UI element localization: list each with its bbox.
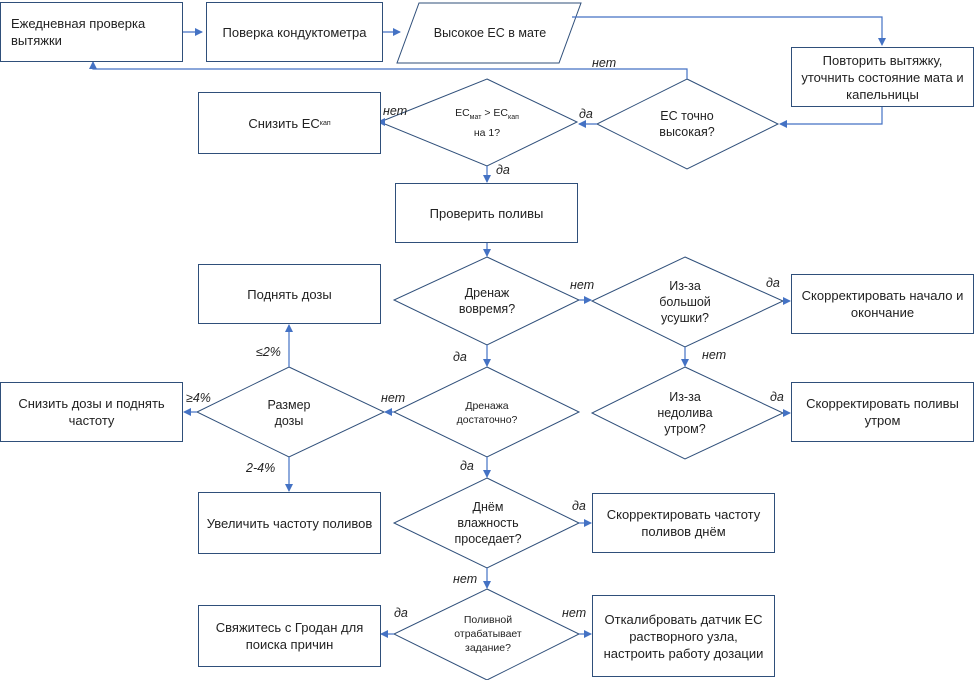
label-yes-humidity: да bbox=[572, 499, 586, 513]
check-irrigation-box: Проверить поливы bbox=[395, 183, 578, 243]
label-no-drain-enough: нет bbox=[381, 391, 406, 405]
label-ge4: ≥4% bbox=[186, 391, 211, 405]
lower-doses-box: Снизить дозы и поднять частоту bbox=[0, 382, 183, 442]
label-yes-drain-enough: да bbox=[460, 459, 474, 473]
label-yes-compare: да bbox=[496, 163, 510, 177]
under-watering-text: Из-за недолива утром? bbox=[657, 390, 713, 436]
label-no-loop: нет bbox=[592, 56, 617, 70]
ec-compare-line1: ЕСмат > ЕСкап bbox=[455, 107, 519, 122]
increase-frequency-box: Увеличить частоту поливов bbox=[198, 492, 381, 554]
label-range24: 2-4% bbox=[246, 461, 276, 475]
drain-on-time-text: Дренаж вовремя? bbox=[458, 286, 516, 316]
big-shrink-text: Из-за большой усушки? bbox=[659, 279, 711, 325]
ec-compare-text: ЕСмат > ЕСкап на 1? bbox=[440, 104, 534, 142]
humidity-drops-text: Днём влажность проседает? bbox=[454, 500, 522, 546]
high-ec-parallelogram bbox=[396, 2, 582, 64]
dose-size-text: Размер дозы bbox=[267, 398, 311, 428]
daily-check-box: Ежедневная проверка вытяжки bbox=[0, 2, 183, 62]
irrigator-works-text: Поливной отрабатывает задание? bbox=[454, 614, 522, 654]
adjust-morning-box: Скорректировать поливы утром bbox=[791, 382, 974, 442]
drain-enough-text: Дренажа достаточно? bbox=[456, 400, 518, 426]
label-no-humidity: нет bbox=[453, 572, 478, 586]
under-watering-diamond bbox=[590, 366, 785, 460]
ec-compare-line2: на 1? bbox=[473, 126, 501, 139]
repeat-extraction-box: Повторить вытяжку, уточнить состояние ма… bbox=[791, 47, 974, 107]
calibrate-sensor-box: Откалибровать датчик ЕС растворного узла… bbox=[592, 595, 775, 677]
ec-really-high-text: ЕС точно высокая? bbox=[659, 109, 715, 139]
raise-doses-box: Поднять дозы bbox=[198, 264, 381, 324]
contact-grodan-box: Свяжитесь с Гродан для поиска причин bbox=[198, 605, 381, 667]
label-no-irrigator: нет bbox=[562, 606, 587, 620]
high-ec-text: Высокое ЕС в мате bbox=[433, 26, 547, 40]
lower-ec-text: Снизить ЕС bbox=[248, 115, 320, 131]
label-no-compare: нет bbox=[383, 104, 408, 118]
label-yes-morning: да bbox=[770, 390, 784, 404]
label-yes-irrigator: да bbox=[394, 606, 408, 620]
label-yes-shrink: да bbox=[766, 276, 780, 290]
lower-ec-sub: кап bbox=[319, 119, 331, 127]
label-yes-really-high: да bbox=[579, 107, 593, 121]
adjust-day-freq-box: Скорректировать частоту поливов днём bbox=[592, 493, 775, 553]
label-no-drain-time: нет bbox=[570, 278, 595, 292]
label-no-shrink: нет bbox=[702, 348, 727, 362]
calibrate-meter-box: Поверка кондуктометра bbox=[206, 2, 383, 62]
irrigator-works-diamond bbox=[392, 588, 581, 680]
adjust-start-end-box: Скорректировать начало и окончание bbox=[791, 274, 974, 334]
ec-really-high-diamond bbox=[595, 78, 780, 170]
label-yes-drain-time: да bbox=[453, 350, 467, 364]
label-le2: ≤2% bbox=[256, 345, 281, 359]
